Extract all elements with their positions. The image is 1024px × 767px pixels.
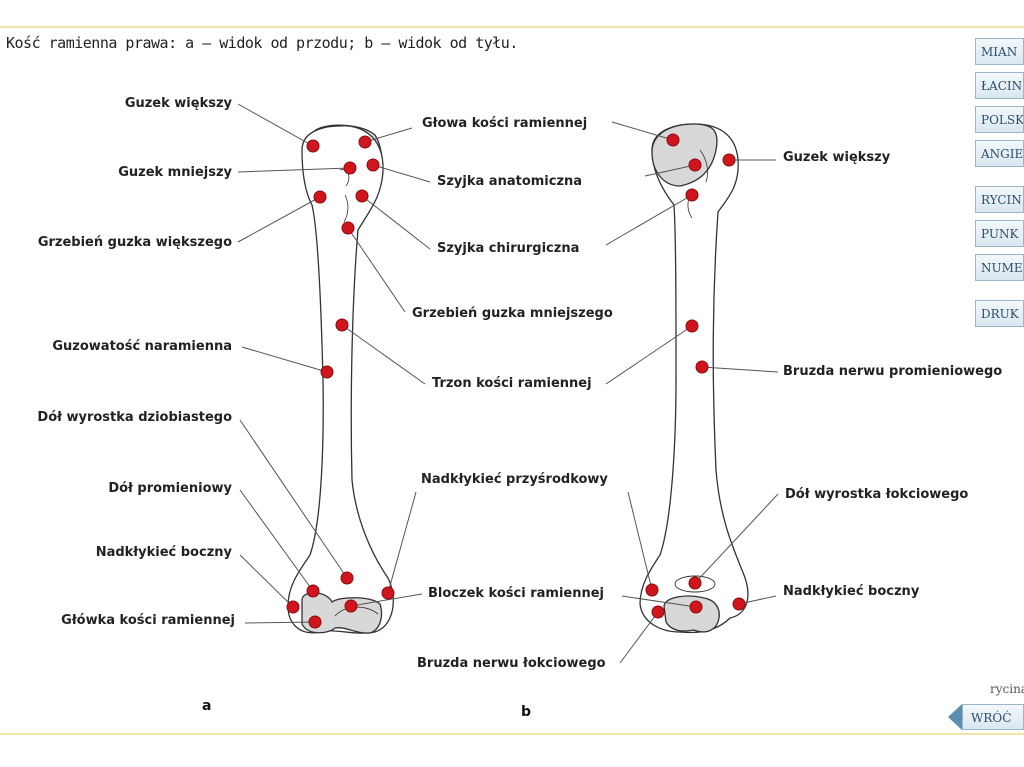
marker-dot: [688, 158, 702, 172]
sidebar-button-lacina[interactable]: ŁACIN: [975, 72, 1024, 99]
marker-dot: [651, 605, 665, 619]
marker-dot: [689, 600, 703, 614]
sidebar-button-angielski[interactable]: ANGIE: [975, 140, 1024, 167]
label-nadklykiec-przysrodkowy: Nadkłykieć przyśrodkowy: [421, 472, 608, 487]
marker-dot: [355, 189, 369, 203]
label-bruzda-nerwu-promieniowego: Bruzda nerwu promieniowego: [783, 364, 1003, 379]
label-dol-wyrostka-dziobiastego: Dół wyrostka dziobiastego: [37, 410, 232, 425]
label-grzebien-guzka-wiekszego: Grzebień guzka większego: [37, 235, 232, 250]
label-glowa-kosci-ramiennej: Głowa kości ramiennej: [422, 116, 588, 131]
marker-dot: [306, 584, 320, 598]
marker-dot: [335, 318, 349, 332]
marker-dot: [286, 600, 300, 614]
marker-dot: [313, 190, 327, 204]
top-divider: [0, 26, 1024, 28]
subfigure-label-a: a: [202, 698, 212, 714]
marker-dot: [645, 583, 659, 597]
back-arrow-icon: [948, 704, 962, 730]
marker-dot: [722, 153, 736, 167]
label-nadklykiec-boczny: Nadkłykieć boczny: [95, 545, 232, 560]
sidebar-button-punkty[interactable]: PUNK: [975, 220, 1024, 247]
marker-dot: [695, 360, 709, 374]
marker-dot: [341, 221, 355, 235]
marker-dot: [381, 586, 395, 600]
marker-dot: [343, 161, 357, 175]
marker-dot: [685, 319, 699, 333]
marker-dot: [306, 139, 320, 153]
label-bloczek-kosci-ramiennej: Bloczek kości ramiennej: [428, 586, 604, 601]
sidebar-button-polski[interactable]: POLSK: [975, 106, 1024, 133]
label-guzek-wiekszy: Guzek większy: [124, 96, 232, 111]
marker-dots: [286, 133, 746, 629]
label-trzon-kosci-ramiennej: Trzon kości ramiennej: [432, 376, 592, 391]
marker-dot: [732, 597, 746, 611]
marker-dot: [358, 135, 372, 149]
marker-dot: [366, 158, 380, 172]
label-szyjka-chirurgiczna: Szyjka chirurgiczna: [437, 241, 580, 256]
subfigure-label-b: b: [521, 704, 532, 720]
label-dol-promieniowy: Dół promieniowy: [108, 481, 232, 496]
back-button-label: WRÓĆ: [962, 704, 1024, 730]
bottom-divider: [0, 733, 1024, 735]
marker-dot: [344, 599, 358, 613]
marker-dot: [666, 133, 680, 147]
trochlea-cartilage-b: [663, 595, 720, 633]
sidebar-button-rycina[interactable]: RYCIN: [975, 186, 1024, 213]
label-glowka-kosci-ramiennej: Główka kości ramiennej: [61, 613, 235, 628]
label-guzowatosc-naramienna: Guzowatość naramienna: [52, 339, 232, 354]
label-guzek-mniejszy: Guzek mniejszy: [118, 165, 232, 180]
bone-front-view: [287, 124, 394, 634]
sidebar-button-mianownik[interactable]: MIAN: [975, 38, 1024, 65]
figure-caption: Kość ramienna prawa: a – widok od przodu…: [6, 34, 518, 52]
label-szyjka-anatomiczna: Szyjka anatomiczna: [437, 174, 583, 189]
back-button[interactable]: WRÓĆ: [948, 704, 1024, 730]
rycina-caption: rycina: [990, 682, 1024, 696]
sidebar-button-drukuj[interactable]: DRUK: [975, 300, 1024, 327]
bone-outline-a: [287, 125, 394, 634]
label-dol-wyrostka-lokciowego: Dół wyrostka łokciowego: [785, 487, 969, 502]
bone-outline-b: [639, 123, 749, 634]
label-bruzda-nerwu-lokciowego: Bruzda nerwu łokciowego: [417, 656, 606, 671]
marker-dot: [685, 188, 699, 202]
marker-dot: [308, 615, 322, 629]
sidebar-button-numery[interactable]: NUME: [975, 254, 1024, 281]
distal-cartilage-a: [301, 592, 383, 634]
label-nadklykiec-boczny-b: Nadkłykieć boczny: [783, 584, 920, 599]
marker-dot: [320, 365, 334, 379]
label-guzek-wiekszy-b: Guzek większy: [783, 150, 891, 165]
marker-dot: [340, 571, 354, 585]
leader-lines: [237, 103, 779, 664]
label-grzebien-guzka-mniejszego: Grzebień guzka mniejszego: [412, 306, 613, 321]
marker-dot: [688, 576, 702, 590]
